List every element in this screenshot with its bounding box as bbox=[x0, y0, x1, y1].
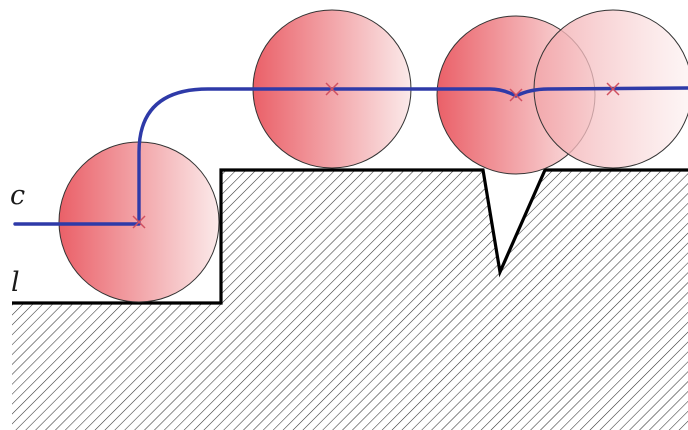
curve-label: c bbox=[10, 180, 26, 211]
line-label: l bbox=[11, 267, 20, 298]
trajectory-curve bbox=[13, 86, 688, 226]
x-mark-icon bbox=[509, 88, 523, 102]
x-mark-icon bbox=[606, 82, 620, 96]
surface-profile bbox=[12, 168, 688, 305]
x-mark-icon bbox=[325, 82, 339, 96]
x-mark-icon bbox=[132, 215, 146, 229]
